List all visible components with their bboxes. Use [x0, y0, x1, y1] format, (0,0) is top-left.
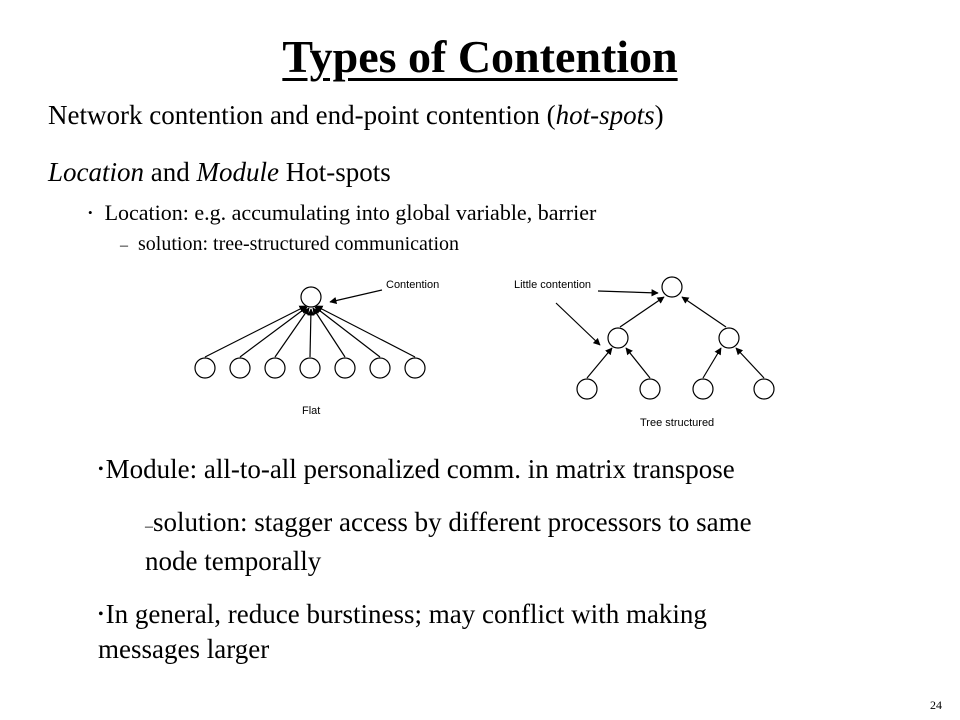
flat-root-node	[300, 286, 322, 308]
label-flat: Flat	[302, 405, 320, 417]
tree-leaf-node	[692, 378, 714, 400]
heading-and: and	[144, 157, 197, 187]
bullet-marker: •	[88, 205, 93, 220]
bullet-module: •Module: all-to-all personalized comm. i…	[98, 452, 735, 487]
hotspots-heading: Location and Module Hot-spots	[48, 157, 391, 188]
intro-emphasis: hot-spots	[555, 100, 655, 130]
bullet-general: •In general, reduce burstiness; may conf…	[98, 597, 707, 666]
heading-rest: Hot-spots	[278, 157, 391, 187]
tree-mid-node	[718, 327, 740, 349]
sub-solution-stagger-line2: node temporally	[145, 546, 322, 576]
bullet-location-text: Location: e.g. accumulating into global …	[104, 200, 597, 225]
flat-leaf-node	[334, 357, 356, 379]
label-little-contention: Little contention	[514, 279, 591, 291]
tree-leaf-node	[639, 378, 661, 400]
flat-leaf-node	[299, 357, 321, 379]
tree-root-node	[661, 276, 683, 298]
flat-leaf-node	[369, 357, 391, 379]
sub-solution-tree-text: solution: tree-structured communication	[138, 233, 460, 255]
slide-title: Types of Contention	[282, 31, 678, 82]
flat-leaf-node	[264, 357, 286, 379]
flat-leaf-node	[194, 357, 216, 379]
bullet-general-line2: messages larger	[98, 634, 270, 664]
tree-diagram	[555, 276, 775, 400]
sub-solution-stagger-line1: solution: stagger access by different pr…	[153, 507, 752, 537]
label-contention: Contention	[386, 279, 439, 291]
bullet-marker: •	[98, 461, 104, 478]
heading-module: Module	[196, 157, 279, 187]
intro-line: Network contention and end-point content…	[48, 100, 664, 131]
tree-mid-node	[607, 327, 629, 349]
heading-location: Location	[48, 157, 145, 187]
flat-leaf-node	[229, 357, 251, 379]
sub-solution-tree: –solution: tree-structured communication	[120, 233, 459, 256]
intro-text: Network contention and end-point content…	[48, 100, 556, 130]
bullet-location: • Location: e.g. accumulating into global…	[88, 200, 596, 226]
label-tree-structured: Tree structured	[640, 417, 714, 429]
flat-leaf-node	[404, 357, 426, 379]
bullet-marker: •	[98, 606, 104, 623]
tree-leaf-node	[576, 378, 598, 400]
bullet-module-text: Module: all-to-all personalized comm. in…	[105, 454, 735, 484]
bullet-general-line1: In general, reduce burstiness; may confl…	[105, 599, 707, 629]
dash-marker: –	[145, 518, 153, 535]
intro-close: )	[654, 100, 664, 130]
tree-leaf-node	[753, 378, 775, 400]
dash-marker: –	[120, 237, 128, 254]
page-number: 24	[930, 698, 942, 712]
sub-solution-stagger: –solution: stagger access by different p…	[145, 505, 752, 578]
flat-diagram	[194, 286, 426, 379]
